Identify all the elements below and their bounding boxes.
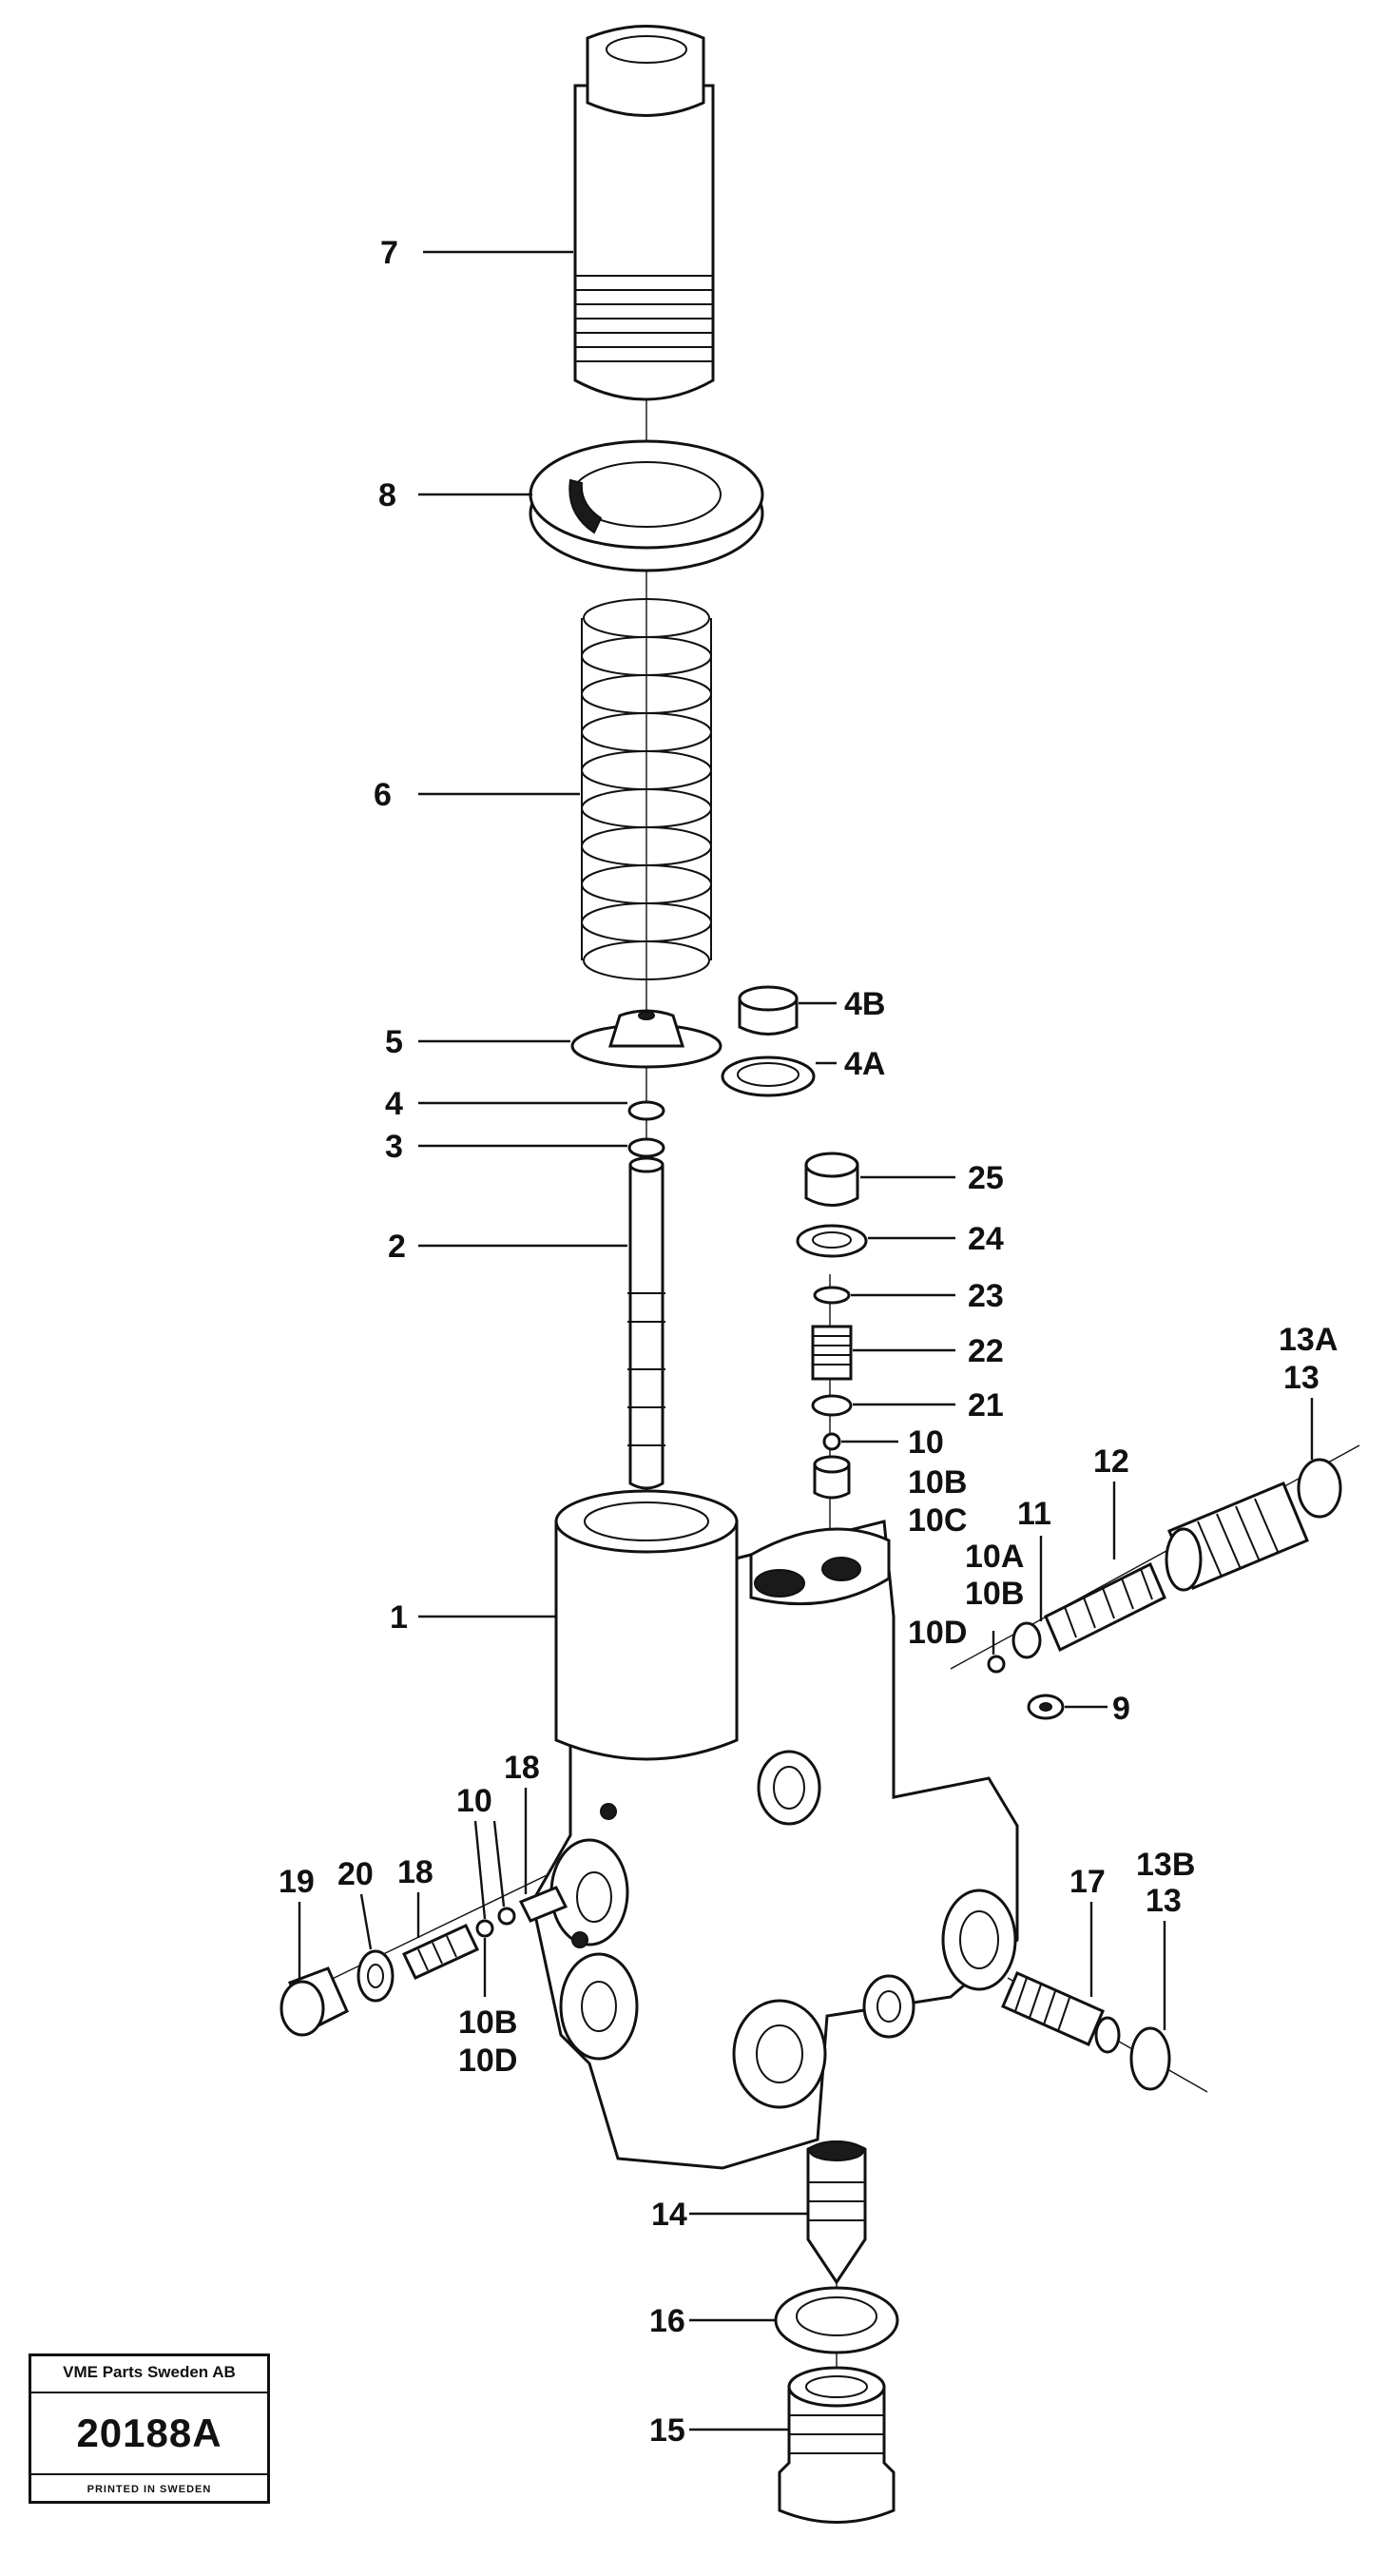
callout-18-left: 18	[397, 1854, 433, 1890]
part-18-upper-spring	[518, 1886, 568, 1923]
callout-7: 7	[380, 235, 398, 271]
part-4a-washer	[721, 1056, 816, 1097]
part-11-seat	[1011, 1621, 1042, 1659]
part-25-plug	[804, 1152, 859, 1207]
part-20-washer	[356, 1949, 395, 2003]
callout-9: 9	[1112, 1691, 1130, 1727]
callout-24: 24	[968, 1221, 1004, 1257]
part-7-cylinder-cap	[573, 25, 715, 401]
callout-19: 19	[279, 1864, 315, 1900]
callout-10b-left: 10B	[458, 2005, 517, 2041]
part-1-valve-body	[530, 1489, 1019, 2170]
part-12-sleeve	[1165, 1482, 1309, 1592]
callout-15: 15	[649, 2412, 685, 2449]
callout-4: 4	[385, 1086, 403, 1122]
callout-20: 20	[337, 1856, 374, 1892]
callout-13b: 13B	[1136, 1847, 1195, 1883]
callout-5: 5	[385, 1024, 403, 1060]
callout-11: 11	[1017, 1496, 1051, 1532]
part-14-valve-cone	[806, 2140, 867, 2285]
callout-16: 16	[649, 2303, 685, 2339]
part-2-plunger-rod	[627, 1156, 665, 1490]
part-12-spring	[1044, 1561, 1166, 1653]
callout-17: 17	[1069, 1864, 1106, 1900]
part-4b-bushing	[738, 985, 799, 1036]
part-10d-ball-mid	[987, 1655, 1006, 1674]
part-17-spring	[1001, 1971, 1121, 2054]
callout-25: 25	[968, 1160, 1004, 1196]
callout-10d-mid: 10D	[908, 1615, 967, 1651]
part-9-washer	[1027, 1694, 1065, 1720]
part-15-plug	[778, 2366, 896, 2524]
part-22-spring	[811, 1325, 853, 1381]
company-name: VME Parts Sweden AB	[31, 2356, 267, 2393]
part-23-ball	[813, 1286, 851, 1305]
part-10-balls-left	[475, 1907, 516, 1938]
part-4-ring	[627, 1100, 665, 1121]
callout-10b-mid: 10B	[965, 1576, 1024, 1612]
callout-21: 21	[968, 1387, 1004, 1424]
part-18-spring-left	[401, 1924, 480, 1980]
callout-23: 23	[968, 1278, 1004, 1314]
part-21-washer	[811, 1394, 853, 1417]
callout-18-upper: 18	[504, 1750, 540, 1786]
part-10-ball-top	[822, 1432, 841, 1451]
callout-10d-left: 10D	[458, 2043, 517, 2079]
callout-10-top: 10	[908, 1424, 944, 1461]
callout-6: 6	[374, 777, 392, 813]
part-5-spring-seat	[570, 1009, 722, 1069]
callout-3: 3	[385, 1129, 403, 1165]
part-10c-seat	[813, 1455, 851, 1500]
callout-14: 14	[651, 2197, 687, 2233]
callout-10a: 10A	[965, 1539, 1024, 1575]
part-16-washer	[774, 2286, 899, 2354]
printed-note: PRINTED IN SWEDEN	[31, 2473, 267, 2504]
callout-4b: 4B	[844, 986, 885, 1022]
callout-13-right: 13	[1283, 1360, 1320, 1396]
part-8-knurled-ring	[529, 439, 764, 572]
drawing-number: 20188A	[76, 2411, 222, 2455]
part-19-plug	[279, 1966, 349, 2037]
leader-lines	[298, 250, 1314, 2431]
callout-4a: 4A	[844, 1046, 885, 1082]
title-block: VME Parts Sweden AB 20188A PRINTED IN SW…	[29, 2353, 270, 2504]
callout-10b-top: 10B	[908, 1464, 967, 1501]
part-13b-circlip	[1129, 2026, 1171, 2091]
part-13a-circlip	[1297, 1458, 1342, 1519]
callout-10-left: 10	[456, 1783, 492, 1819]
callout-1: 1	[390, 1599, 408, 1636]
callout-2: 2	[388, 1229, 406, 1265]
part-6-main-spring	[581, 598, 712, 980]
part-3-ring	[627, 1137, 665, 1158]
callout-8: 8	[378, 477, 396, 513]
callout-13a: 13A	[1279, 1322, 1338, 1358]
callout-12: 12	[1093, 1443, 1129, 1480]
callout-13-lower: 13	[1146, 1883, 1182, 1919]
part-24-washer	[796, 1224, 868, 1258]
callout-labels: 7 8 6 5 4 3 2 1 4B 4A 25 24 23 22 21 10 …	[279, 235, 1338, 2449]
callout-10c-top: 10C	[908, 1502, 967, 1539]
callout-22: 22	[968, 1333, 1004, 1369]
